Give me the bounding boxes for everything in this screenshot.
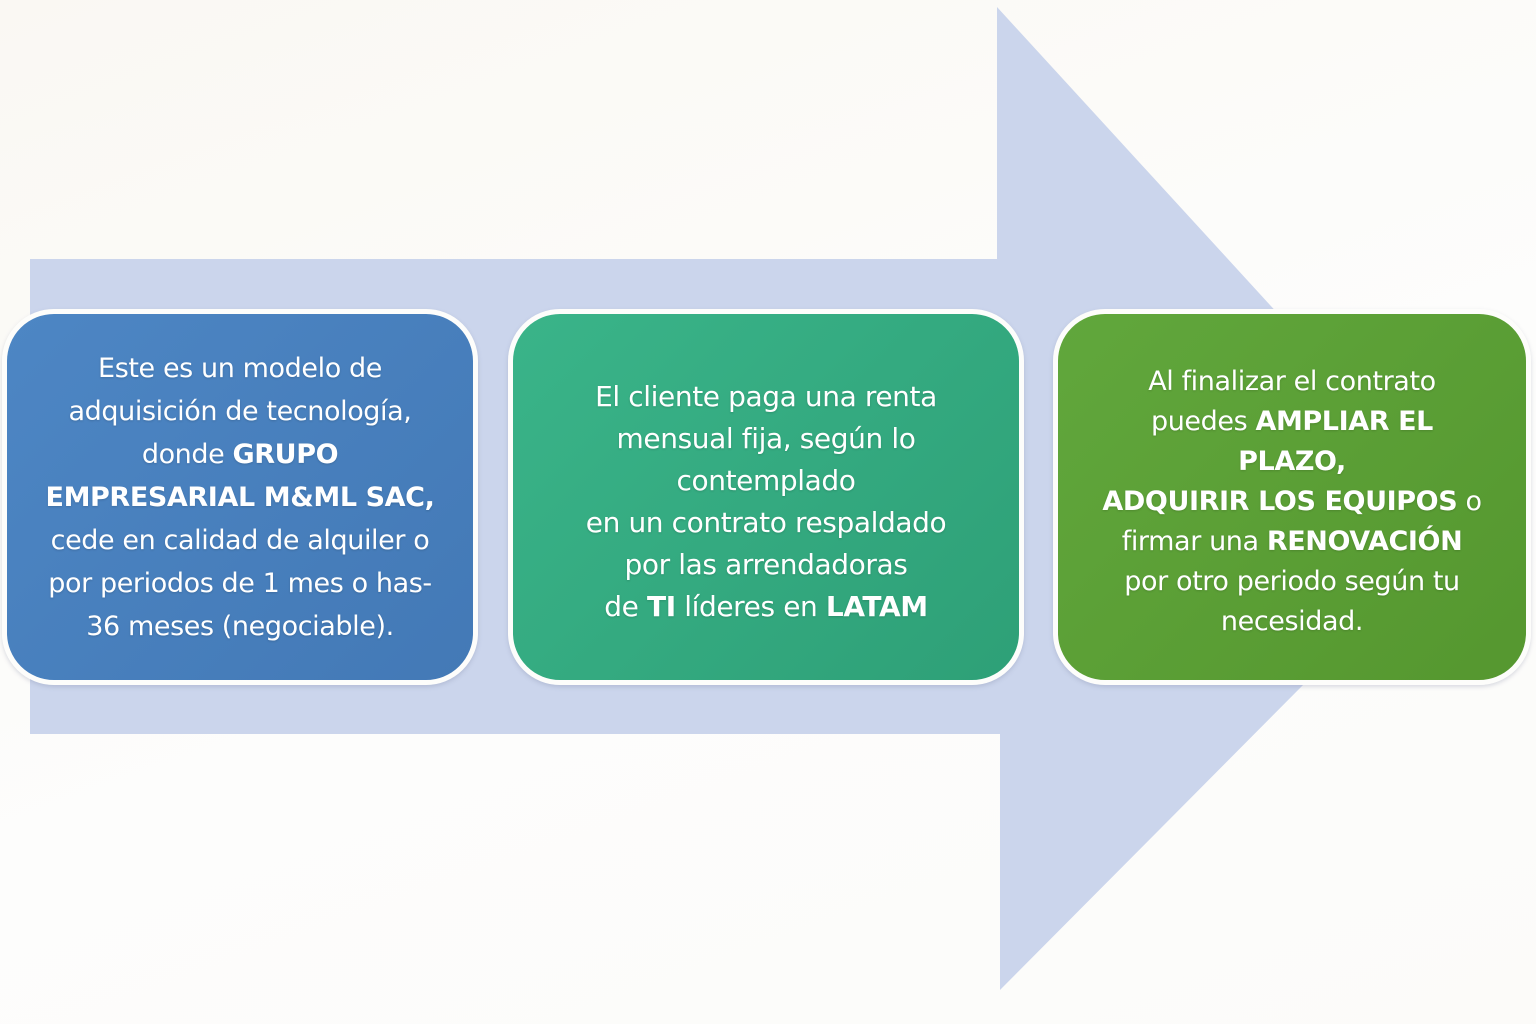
text-segment: RENOVACIÓN xyxy=(1266,526,1463,557)
text-segment: EMPRESARIAL M&ML SAC, xyxy=(45,481,435,513)
text-line: en un contrato respaldado xyxy=(525,502,1007,544)
text-segment: por otro periodo según tu xyxy=(1124,566,1460,597)
step-box-contract-end: Al finalizar el contrato puedes AMPLIAR E… xyxy=(1053,309,1531,685)
text-segment: de xyxy=(604,590,647,623)
step-box-rental-model: Este es un modelo de adquisición de tecno… xyxy=(2,309,478,685)
text-segment: por periodos de 1 mes o has- xyxy=(48,567,432,599)
step-box-monthly-rent: El cliente paga una renta mensual fija, s… xyxy=(508,309,1024,685)
text-segment: mensual fija, según lo xyxy=(616,422,916,455)
text-segment: adquisición de tecnología, xyxy=(68,395,412,427)
text-line: puedes AMPLIAR EL xyxy=(1070,402,1514,442)
text-line: por periodos de 1 mes o has- xyxy=(19,562,461,605)
text-segment: cede en calidad de alquiler o xyxy=(50,524,430,556)
text-segment: ADQUIRIR LOS EQUIPOS xyxy=(1102,486,1458,517)
text-line: de TI líderes en LATAM xyxy=(525,586,1007,628)
text-segment: donde xyxy=(141,438,233,470)
text-line: Al finalizar el contrato xyxy=(1070,362,1514,402)
text-line: donde GRUPO xyxy=(19,433,461,476)
text-line: adquisición de tecnología, xyxy=(19,390,461,433)
text-segment: TI xyxy=(647,590,676,623)
text-segment: El cliente paga una renta xyxy=(595,380,937,413)
text-line: 36 meses (negociable). xyxy=(19,605,461,648)
text-line: por las arrendadoras xyxy=(525,544,1007,586)
text-line: contemplado xyxy=(525,460,1007,502)
text-segment: en un contrato respaldado xyxy=(585,506,947,539)
text-line: firmar una RENOVACIÓN xyxy=(1070,522,1514,562)
text-segment: necesidad. xyxy=(1220,606,1364,637)
text-line: El cliente paga una renta xyxy=(525,376,1007,418)
text-segment: firmar una xyxy=(1121,526,1267,557)
text-segment: o xyxy=(1457,486,1482,517)
text-line: PLAZO, xyxy=(1070,442,1514,482)
text-line: ADQUIRIR LOS EQUIPOS o xyxy=(1070,482,1514,522)
text-segment: contemplado xyxy=(676,464,856,497)
text-line: por otro periodo según tu xyxy=(1070,562,1514,602)
text-segment: LATAM xyxy=(825,590,928,623)
text-segment: GRUPO xyxy=(232,438,339,470)
text-line: Este es un modelo de xyxy=(19,347,461,390)
text-line: cede en calidad de alquiler o xyxy=(19,519,461,562)
step-box-rental-model-text: Este es un modelo de adquisición de tecno… xyxy=(7,347,473,648)
text-line: EMPRESARIAL M&ML SAC, xyxy=(19,476,461,519)
text-segment: Este es un modelo de xyxy=(98,352,382,384)
text-segment: AMPLIAR EL xyxy=(1255,406,1433,437)
step-box-contract-end-text: Al finalizar el contrato puedes AMPLIAR E… xyxy=(1058,352,1526,642)
text-line: necesidad. xyxy=(1070,602,1514,642)
text-segment: puedes xyxy=(1150,406,1256,437)
text-segment: líderes en xyxy=(675,590,826,623)
step-box-monthly-rent-text: El cliente paga una renta mensual fija, s… xyxy=(513,366,1019,628)
text-segment: por las arrendadoras xyxy=(624,548,908,581)
text-segment: Al finalizar el contrato xyxy=(1148,366,1436,397)
text-line: mensual fija, según lo xyxy=(525,418,1007,460)
text-segment: PLAZO, xyxy=(1238,446,1346,477)
text-segment: 36 meses (negociable). xyxy=(86,610,394,642)
